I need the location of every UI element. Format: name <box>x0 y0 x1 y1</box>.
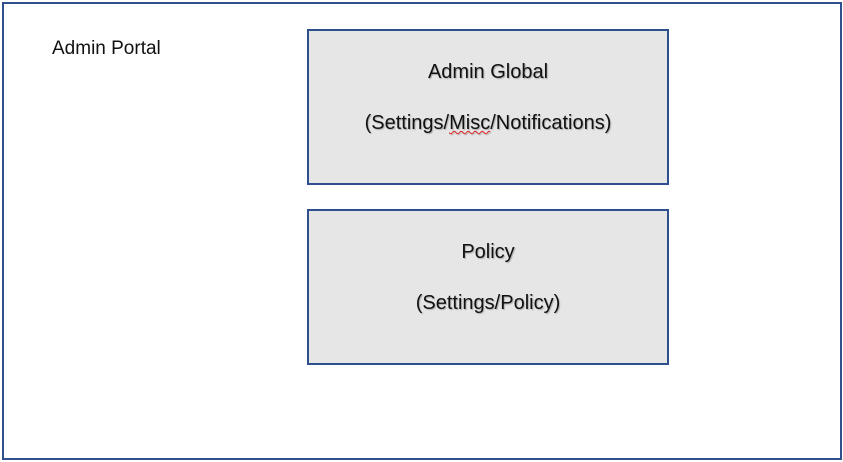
policy-subtitle: (Settings/Policy) <box>415 292 561 314</box>
portal-title: Admin Portal <box>52 38 161 59</box>
policy-box[interactable]: Policy (Settings/Policy) <box>307 209 669 365</box>
admin-global-title: Admin Global <box>427 61 549 83</box>
policy-title: Policy <box>461 241 515 263</box>
admin-global-sub-close: /Notifications) <box>490 112 612 134</box>
admin-global-sub-misspelled: Misc <box>449 112 491 134</box>
admin-global-sub-open: (Settings/ <box>364 112 450 134</box>
admin-global-subtitle: (Settings/Misc/Notifications) <box>309 112 667 135</box>
admin-global-box[interactable]: Admin Global (Settings/Misc/Notification… <box>307 29 669 185</box>
